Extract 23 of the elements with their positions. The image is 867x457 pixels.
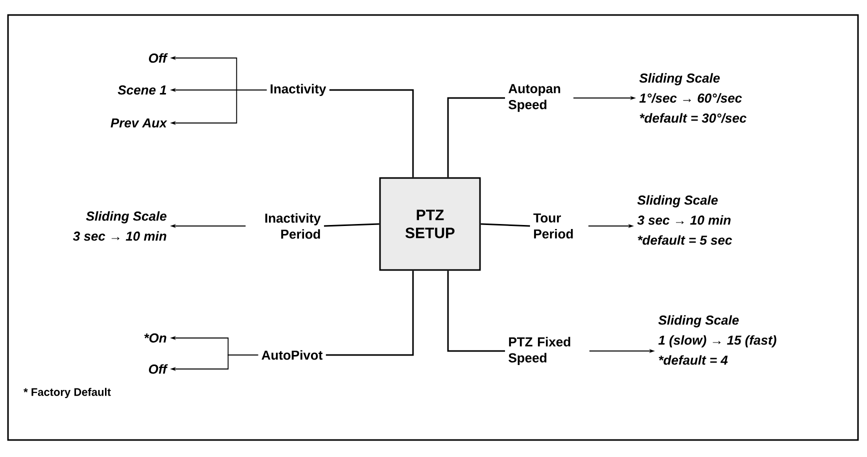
footnote: * Factory Default: [24, 388, 111, 398]
connector-line: [447, 97, 505, 178]
setting-label: Inactivity: [270, 84, 326, 96]
connector-line: [447, 270, 505, 352]
connector-line: [324, 223, 380, 227]
option-text: Sliding Scale 1 (slow) → 15 (fast) *default = 4: [658, 315, 776, 365]
setting-label: AutoPivot: [262, 350, 323, 360]
setup-box: PTZ SETUP: [379, 177, 481, 271]
option-text: Off: [148, 364, 168, 374]
connector-line: [329, 89, 414, 178]
option-text: Prev Aux: [110, 118, 168, 128]
setting-label: Tour Period: [533, 213, 573, 239]
option-text: Sliding Scale 3 sec → 10 min *default = 5 sec: [637, 195, 732, 245]
setting-label: Autopan Speed: [508, 84, 560, 112]
option-text: Sliding Scale 3 sec → 10 min: [72, 211, 166, 241]
option-text: *On: [144, 333, 166, 343]
option-text: Off: [148, 53, 168, 63]
setting-label: Inactivity Period: [265, 213, 321, 239]
setting-label: PTZ Fixed Speed: [508, 336, 570, 366]
connector-line: [480, 223, 530, 227]
option-text: Scene 1: [118, 85, 166, 95]
option-text: Sliding Scale 1°/sec → 60°/sec *default = 30°/sec: [639, 73, 746, 123]
connector-line: [326, 270, 414, 356]
